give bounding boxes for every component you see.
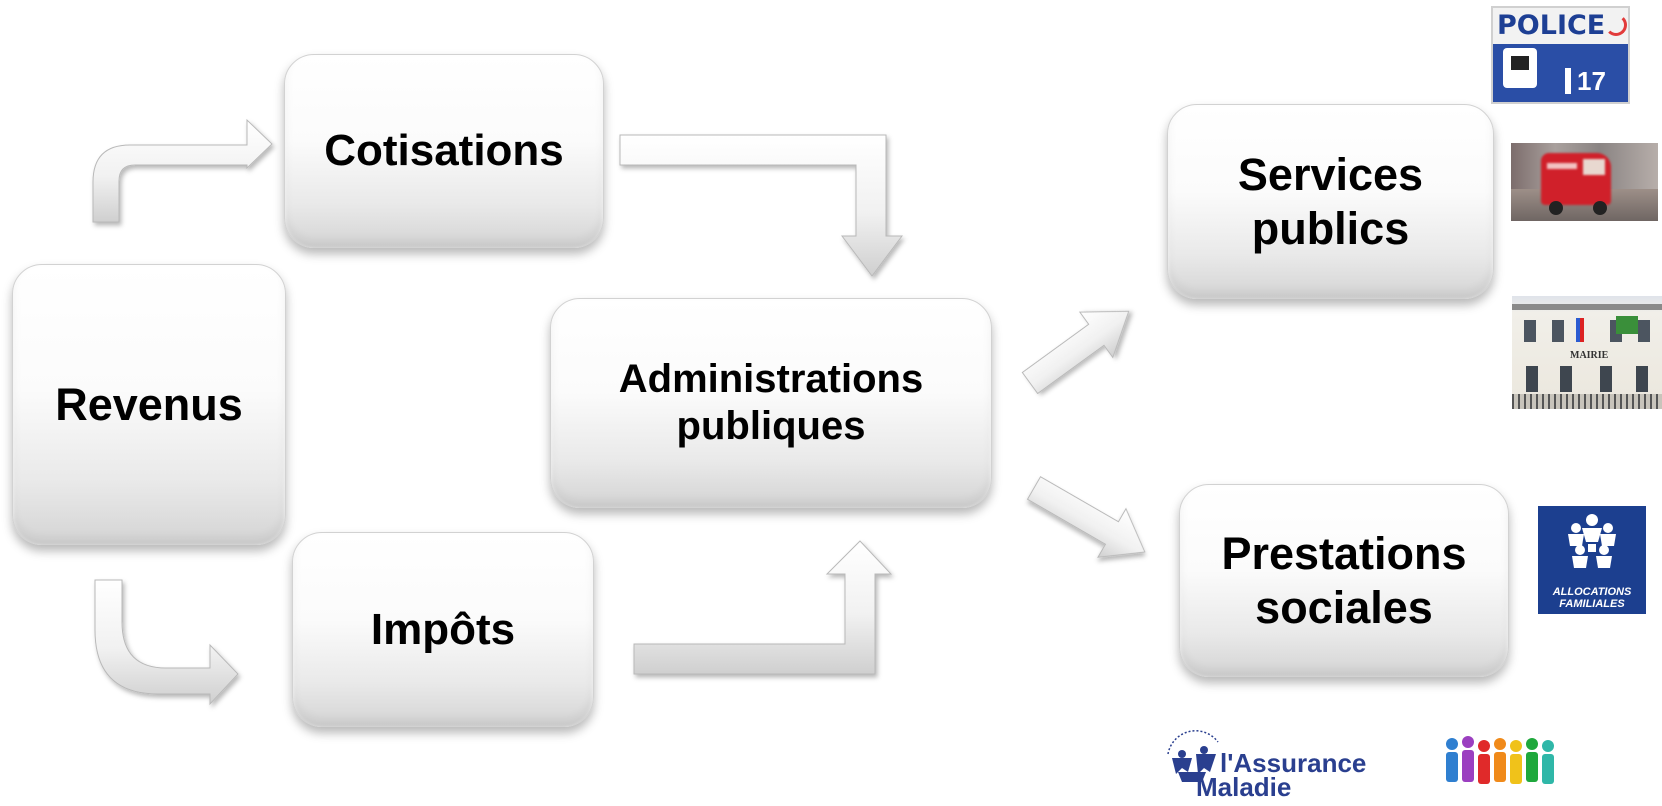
box-impots-label: Impôts <box>370 604 516 654</box>
assurance-line1: l'Assurance <box>1220 748 1367 778</box>
mairie-word: MAIRIE <box>1570 350 1609 361</box>
people-figures-icon <box>1446 736 1554 784</box>
box-administrations-line1: Administrations <box>618 356 924 401</box>
arrow-impots-to-administrations <box>633 540 893 675</box>
box-administrations-publiques: Administrations publiques <box>550 298 992 508</box>
assurance-maladie-figures-icon <box>1167 730 1219 782</box>
box-prestations-line1: Prestations <box>1221 528 1467 580</box>
assurance-maladie-logo: l'Assurance Maladie <box>1158 724 1380 806</box>
arrow-administrations-to-services <box>1021 310 1130 395</box>
arrow-administrations-to-prestations <box>1026 476 1146 558</box>
caf-figures-icon <box>1568 514 1616 568</box>
arrow-cotisations-to-administrations <box>619 134 903 277</box>
box-prestations-sociales: Prestations sociales <box>1179 484 1509 677</box>
fire-truck-image <box>1511 143 1658 221</box>
box-impots: Impôts <box>292 532 594 727</box>
box-revenus: Revenus <box>12 264 286 545</box>
box-prestations-line2: sociales <box>1255 581 1433 633</box>
people-group-image <box>1440 732 1564 806</box>
box-services-line2: publics <box>1251 202 1410 254</box>
police-sign-number: 17 <box>1577 66 1606 96</box>
box-administrations-line2: publiques <box>676 404 866 448</box>
caf-line2: FAMILIALES <box>1559 598 1625 610</box>
mairie-building-image: MAIRIE <box>1512 296 1662 409</box>
box-services-publics: Services publics <box>1167 104 1494 299</box>
caf-logo: ALLOCATIONS FAMILIALES <box>1538 506 1646 614</box>
box-cotisations-label: Cotisations <box>324 126 564 176</box>
police-sign-word: POLICE <box>1497 10 1606 41</box>
box-revenus-label: Revenus <box>55 378 243 430</box>
arrow-revenus-to-impots <box>94 579 239 706</box>
caf-line1: ALLOCATIONS <box>1552 586 1632 598</box>
box-services-line1: Services <box>1237 149 1424 201</box>
police-sign-image: POLICE 17 <box>1491 6 1630 104</box>
fire-truck-shape <box>1541 153 1611 205</box>
arrow-revenus-to-cotisations <box>92 118 273 223</box>
assurance-line2: Maladie <box>1196 772 1292 802</box>
box-cotisations: Cotisations <box>284 54 604 248</box>
police-call-box-shape <box>1503 48 1537 88</box>
